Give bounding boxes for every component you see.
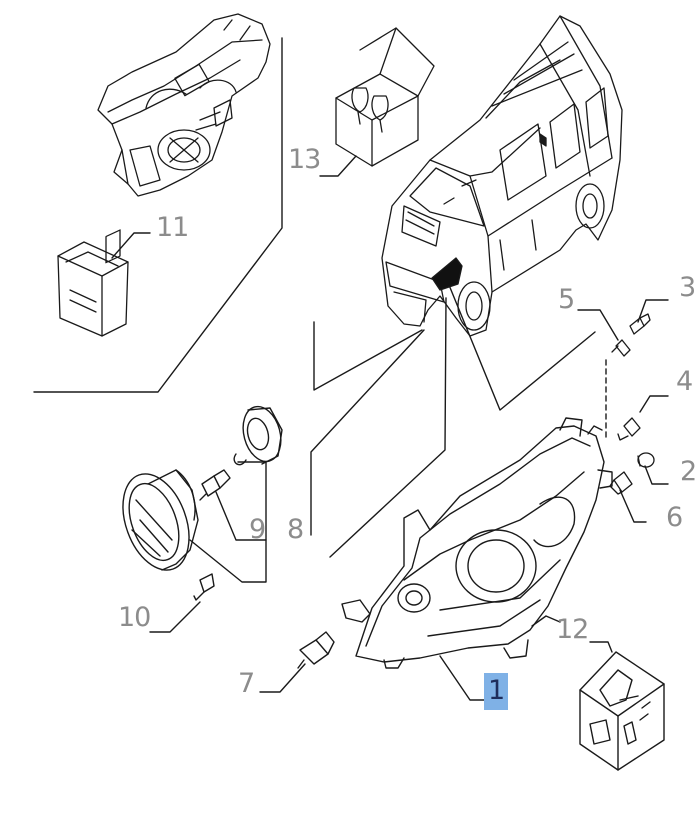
dashboard-illustration bbox=[97, 13, 271, 197]
callout-4: 4 bbox=[676, 366, 693, 397]
callout-2: 2 bbox=[680, 456, 697, 487]
bulb-7 bbox=[297, 631, 335, 669]
bulb-box-13 bbox=[335, 27, 435, 167]
callout-6: 6 bbox=[666, 502, 683, 533]
callout-10: 10 bbox=[118, 602, 151, 633]
callout-8: 8 bbox=[287, 514, 304, 545]
headlamp-assembly-1 bbox=[341, 417, 613, 669]
leader-lines bbox=[33, 37, 669, 701]
van-illustration bbox=[381, 15, 623, 337]
kit-box-12 bbox=[579, 651, 665, 771]
callout-9: 9 bbox=[249, 514, 266, 545]
callout-1-highlighted[interactable]: 1 bbox=[484, 673, 509, 710]
callout-7: 7 bbox=[238, 668, 255, 699]
small-bulbs-group bbox=[609, 313, 655, 495]
switch-module-11 bbox=[57, 229, 129, 337]
callout-13: 13 bbox=[288, 144, 321, 175]
callout-3: 3 bbox=[679, 272, 696, 303]
callout-11: 11 bbox=[156, 212, 189, 243]
fog-lamp-assembly bbox=[122, 405, 283, 601]
callout-12: 12 bbox=[556, 614, 589, 645]
callout-5: 5 bbox=[558, 284, 575, 315]
